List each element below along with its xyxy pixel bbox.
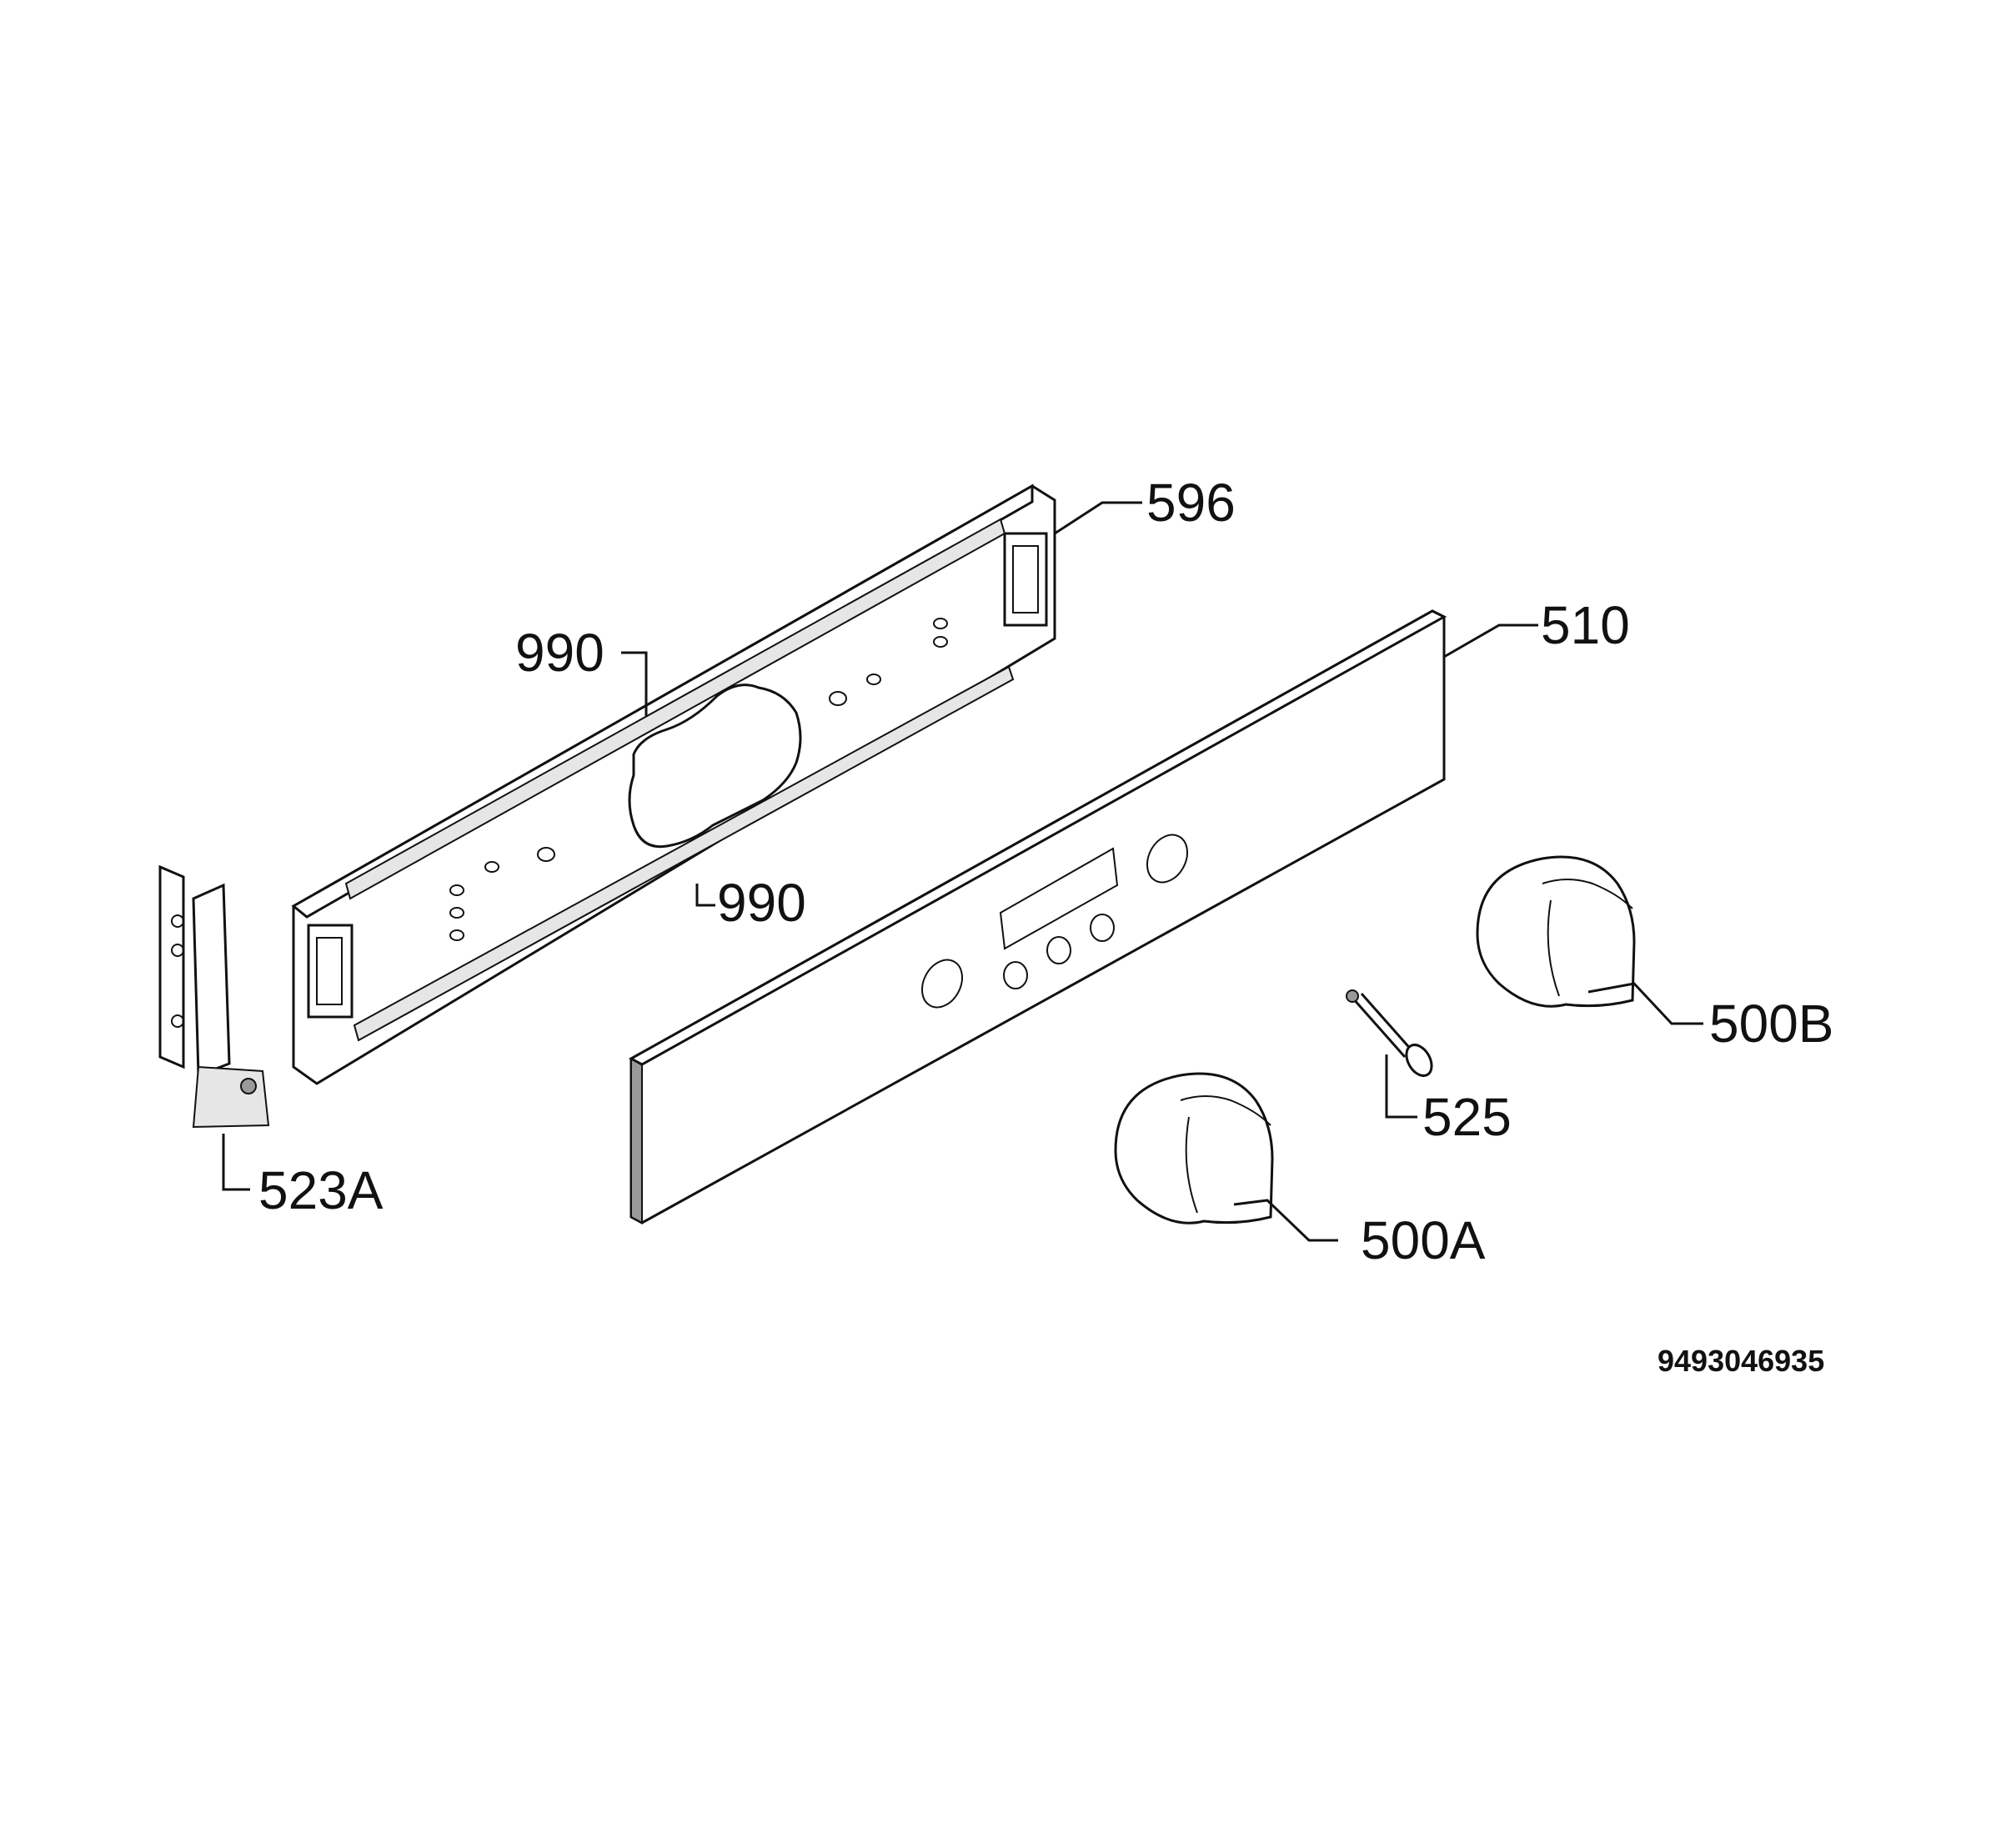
label-990-lower: 990 — [717, 873, 806, 933]
part-523a-hinge — [158, 864, 270, 1129]
label-500b: 500B — [1709, 994, 1833, 1054]
label-525: 525 — [1422, 1087, 1512, 1147]
leader-525 — [1385, 1054, 1417, 1119]
part-510-panel — [628, 609, 1447, 1224]
frame-holes — [449, 618, 948, 941]
leader-500b — [1587, 982, 1703, 1025]
leader-500a — [1233, 1199, 1338, 1242]
leaders-top — [621, 501, 1142, 907]
part-500a-knob — [1114, 1072, 1274, 1224]
label-596: 596 — [1146, 473, 1236, 533]
label-500a: 500A — [1361, 1210, 1486, 1270]
drawing-number: 9493046935 — [1657, 1344, 1824, 1378]
label-510: 510 — [1541, 595, 1630, 655]
part-500b-knob — [1476, 855, 1636, 1008]
part-525-shaft — [1346, 989, 1433, 1077]
label-990-upper: 990 — [515, 623, 604, 683]
leader-523a — [222, 1134, 250, 1191]
label-523a: 523A — [258, 1160, 384, 1220]
leader-510 — [1443, 624, 1538, 659]
part-596-frame — [291, 483, 1056, 1085]
gasket-990 — [628, 684, 802, 849]
